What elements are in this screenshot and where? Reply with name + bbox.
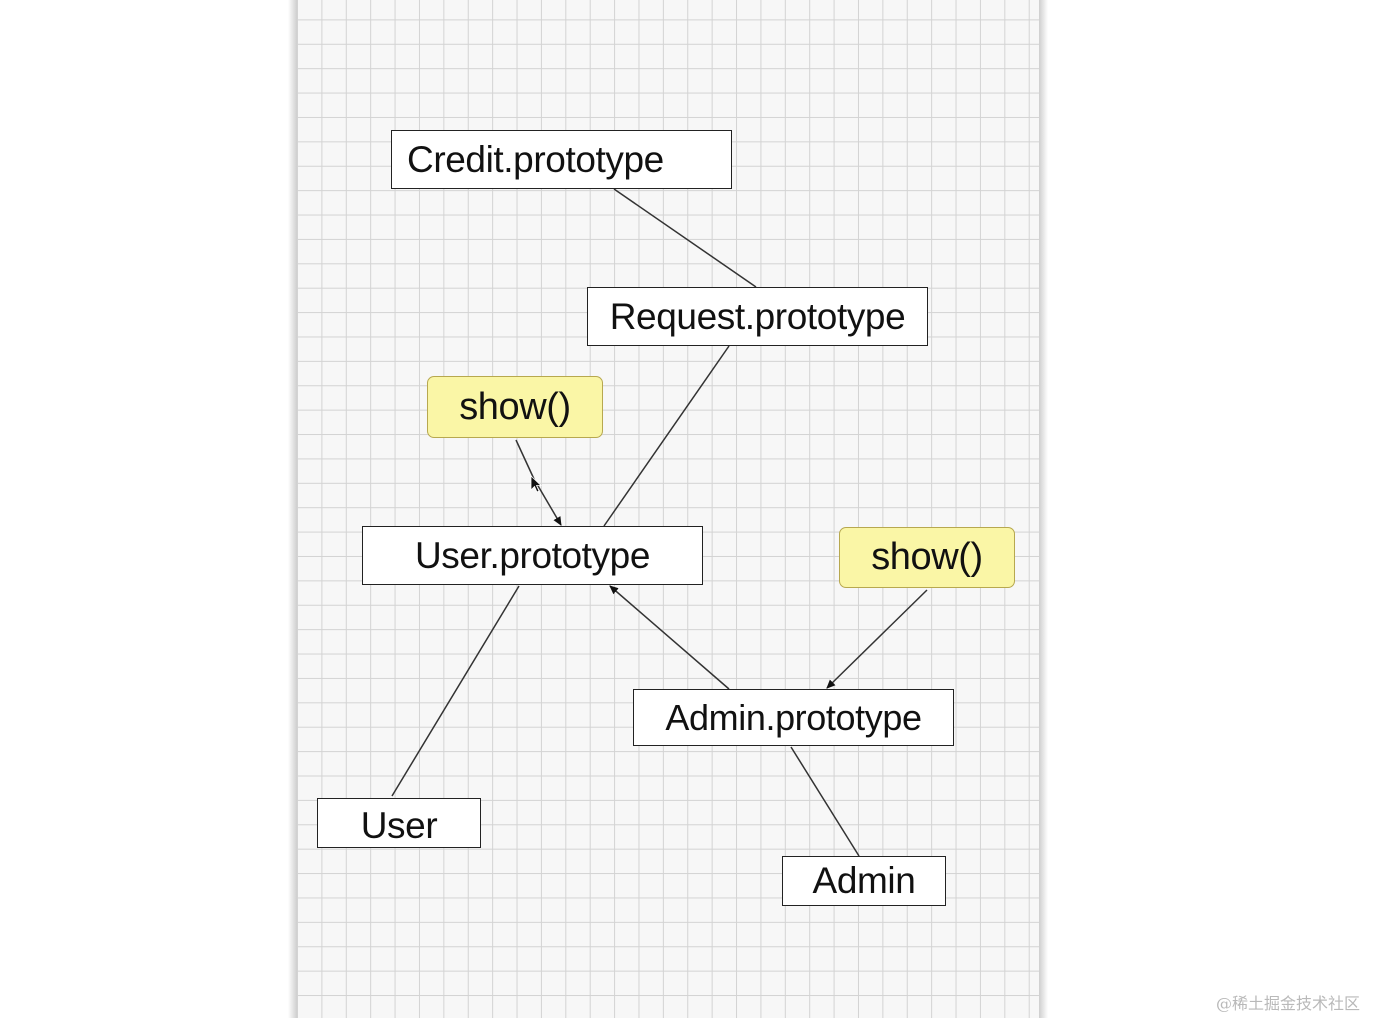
edge-admin-to-admin-proto <box>790 746 860 857</box>
admin-prototype-node[interactable]: Admin.prototype <box>633 689 954 746</box>
edge-show-to-user-proto <box>533 478 562 526</box>
admin-constructor-node[interactable]: Admin <box>782 856 946 906</box>
credit-prototype-node[interactable]: Credit.prototype <box>391 130 732 189</box>
edge-user-proto-to-request <box>603 345 730 527</box>
user-constructor-node[interactable]: User <box>317 798 481 848</box>
request-prototype-node[interactable]: Request.prototype <box>587 287 928 346</box>
canvas-right-shadow <box>1038 0 1048 1018</box>
mouse-cursor-icon <box>530 475 543 493</box>
edge-show-to-user-proto-tail <box>515 439 535 480</box>
watermark: @稀土掘金技术社区 <box>1216 994 1361 1013</box>
admin-show-method-node[interactable]: show() <box>839 527 1015 588</box>
user-prototype-node[interactable]: User.prototype <box>362 526 703 585</box>
edge-user-to-user-proto <box>391 585 520 797</box>
edge-request-to-credit <box>613 188 757 288</box>
canvas-left-shadow <box>288 0 298 1018</box>
edge-show-to-admin-proto <box>826 589 928 689</box>
grid-canvas <box>297 0 1039 1018</box>
user-show-method-node[interactable]: show() <box>427 376 603 438</box>
edge-admin-proto-to-user-proto <box>609 585 730 690</box>
